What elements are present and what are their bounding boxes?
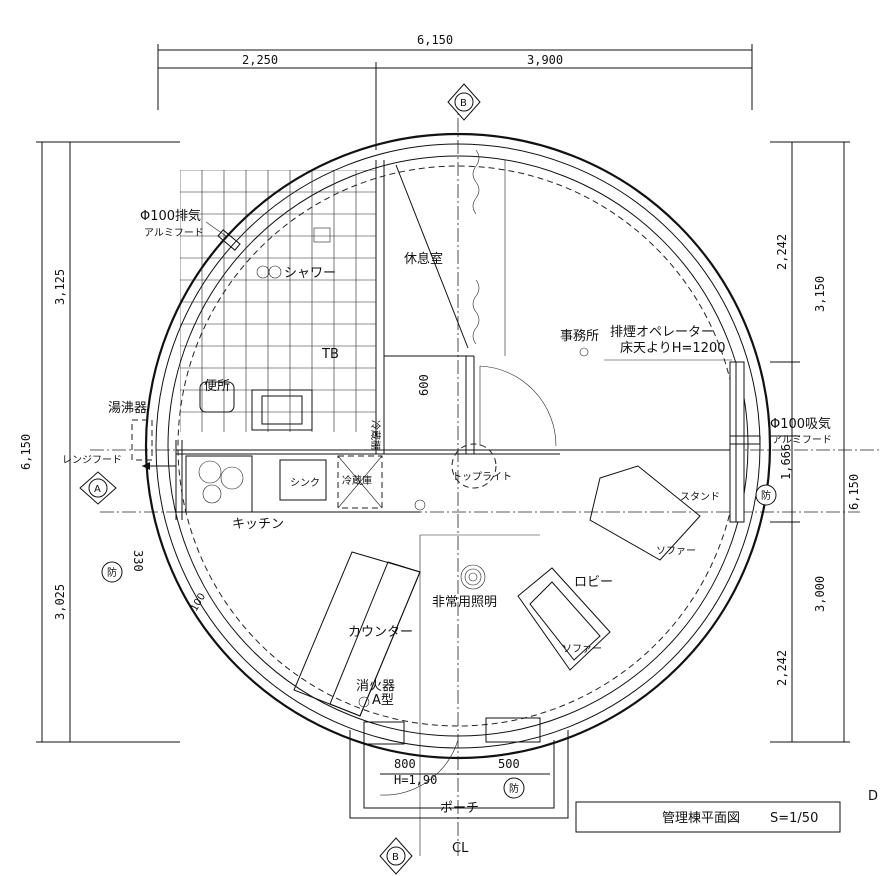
dim-600: 600 (417, 374, 431, 396)
fire-mark-porch: 防 (503, 777, 525, 799)
label-sofa-1: ソファー (656, 546, 696, 557)
dim-100: 100 (189, 591, 208, 613)
svg-text:防: 防 (509, 782, 519, 795)
note-tb: TB (321, 347, 339, 362)
svg-text:B: B (460, 98, 467, 109)
dim-left-total: 6,150 (19, 434, 33, 470)
dim-right-lower: 3,000 (813, 576, 827, 612)
title-block: 管理棟平面図 S=1/50 (575, 801, 841, 833)
annotations: Φ100排気 アルミフード Φ100吸気 アルミフード 排煙オペレーター 床天よ… (131, 208, 878, 856)
label-sofa-2: ソファー (562, 644, 602, 655)
shower-tile-grid (180, 170, 376, 432)
dim-left-upper: 3,125 (53, 269, 67, 305)
note-exhaust: Φ100排気 (140, 208, 201, 224)
porch (349, 717, 569, 819)
label-shower: シャワー (284, 266, 336, 281)
fire-mark-left: 防 (101, 561, 123, 583)
dim-right-upper: 3,150 (813, 276, 827, 312)
label-fridge: 冷蔵庫 (342, 474, 372, 487)
svg-text:防: 防 (107, 566, 117, 579)
drawing-scale: S=1/50 (770, 811, 818, 826)
building-walls (144, 132, 772, 760)
svg-text:B: B (392, 852, 399, 863)
dimension-labels: 6,150 2,250 3,900 6,150 3,125 3,025 2,24… (19, 33, 861, 686)
fire-mark-right: 防 (755, 484, 777, 506)
dim-right-total: 6,150 (847, 474, 861, 510)
label-extinguisher-2: A型 (372, 693, 394, 708)
label-toilet: 便所 (204, 379, 230, 394)
label-office: 事務所 (560, 329, 599, 344)
label-stand: スタンド (680, 491, 720, 503)
note-intake: Φ100吸気 (770, 416, 831, 432)
label-cold-storage: 冷蔵棚 (369, 420, 382, 450)
dim-entry-height: H=1,90 (394, 773, 437, 787)
label-rest-room: 休息室 (404, 251, 443, 267)
note-exhaust-hood: アルミフード (144, 228, 204, 239)
section-b-top-marker: B (447, 83, 481, 121)
dim-right-mid: 1,666 (779, 444, 793, 480)
kitchen-fixtures (131, 419, 383, 513)
label-counter: カウンター (348, 625, 413, 640)
label-sink: シンク (290, 477, 320, 489)
section-b-bottom-marker: B (379, 837, 413, 875)
svg-text:防: 防 (761, 489, 771, 502)
section-a-marker: A (79, 471, 117, 505)
vent-markers (142, 229, 761, 470)
drawing-title: 管理棟平面図 (662, 811, 740, 826)
dim-top-left: 2,250 (242, 53, 278, 67)
dim-800: 800 (394, 757, 416, 771)
centerline-label: CL (452, 841, 469, 856)
label-range-hood: レンジフード (62, 455, 122, 466)
dim-right-lower-inner: 2,242 (775, 650, 789, 686)
dim-left-lower: 3,025 (53, 584, 67, 620)
dim-top-right: 3,900 (527, 53, 563, 67)
room-labels: 休息室 シャワー 便所 湯沸器 レンジフード キッチン シンク 冷蔵庫 冷蔵棚 … (62, 251, 720, 816)
furniture (293, 347, 701, 717)
label-extinguisher-1: 消火器 (356, 679, 395, 694)
edge-label-d: D (868, 789, 878, 804)
label-kitchen: キッチン (232, 517, 284, 532)
dim-right-upper-inner: 2,242 (775, 234, 789, 270)
note-smoke-height: 床天よりH=1200 (620, 341, 726, 356)
dim-top-total: 6,150 (417, 33, 453, 47)
section-markers: B B A 防 防 防 (79, 83, 777, 875)
label-emergency-light: 非常用照明 (432, 595, 497, 610)
svg-text:A: A (94, 484, 101, 495)
note-intake-hood: アルミフード (772, 435, 832, 446)
label-water-heater: 湯沸器 (108, 401, 147, 416)
dim-330: 330 (131, 550, 145, 572)
label-porch: ポーチ (440, 801, 479, 816)
dim-500: 500 (498, 757, 520, 771)
label-lobby: ロビー (574, 575, 613, 590)
dimension-lines (36, 44, 850, 743)
note-smoke-operator: 排煙オペレーター (610, 325, 714, 340)
label-top-light: トップライト (452, 471, 512, 483)
